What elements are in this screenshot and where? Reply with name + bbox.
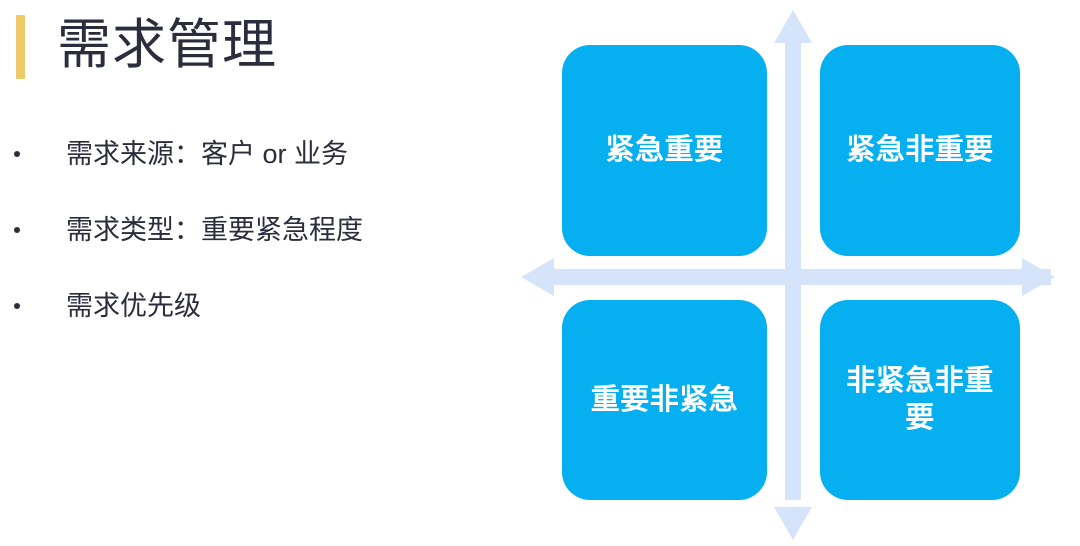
page-title: 需求管理 (57, 15, 277, 75)
bullet-dot-icon (14, 227, 20, 233)
quadrant-card-bottom-right[interactable]: 非紧急非重要 (820, 300, 1020, 500)
matrix-axes (521, 10, 1055, 540)
list-item: 需求优先级 (0, 268, 520, 344)
bullet-list: 需求来源：客户 or 业务 需求类型：重要紧急程度 需求优先级 (0, 116, 520, 344)
quadrant-label: 紧急非重要 (846, 134, 994, 166)
title-accent-bar (16, 15, 25, 79)
quadrant-label: 重要非紧急 (590, 383, 739, 416)
quadrant-card-top-right[interactable]: 紧急非重要 (820, 45, 1020, 256)
priority-matrix-diagram: 紧急重要 紧急非重要 重要非紧急 非紧急非重要 (515, 0, 1080, 546)
list-item: 需求来源：客户 or 业务 (0, 116, 520, 192)
list-item: 需求类型：重要紧急程度 (0, 192, 520, 268)
bullet-dot-icon (14, 303, 20, 309)
quadrant-card-bottom-left[interactable]: 重要非紧急 (562, 300, 767, 500)
quadrant-label: 非紧急非重要 (846, 365, 994, 434)
horizontal-axis-arrow (521, 258, 1055, 296)
left-content-pane: 需求管理 需求来源：客户 or 业务 需求类型：重要紧急程度 需求优先级 (0, 0, 520, 546)
bullet-text: 需求类型：重要紧急程度 (66, 215, 363, 245)
quadrant-label: 紧急重要 (605, 134, 724, 166)
bullet-dot-icon (14, 151, 20, 157)
bullet-text: 需求优先级 (66, 291, 201, 321)
bullet-text: 需求来源：客户 or 业务 (66, 139, 349, 169)
quadrant-card-top-left[interactable]: 紧急重要 (562, 45, 767, 256)
page-title-row: 需求管理 (16, 12, 277, 79)
